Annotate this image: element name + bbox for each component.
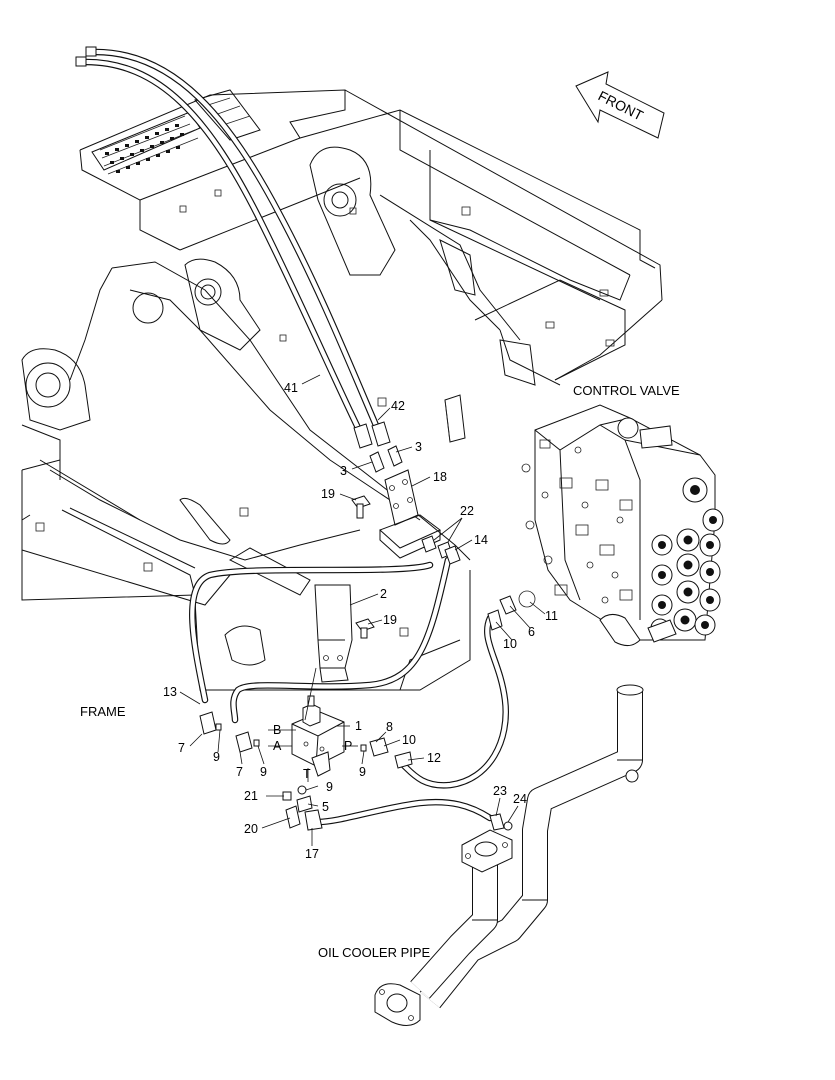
part-number-11: 11 — [545, 609, 558, 623]
bolt-19-upper — [351, 495, 371, 519]
bracket-bolt-line — [304, 667, 317, 721]
o-ring-11 — [518, 590, 536, 608]
part-number-17: 17 — [305, 847, 319, 861]
front-arrow-icon: FRONT — [575, 71, 665, 139]
bracket-18 — [379, 469, 441, 559]
valve-port-letters: B A P T — [273, 723, 352, 781]
control-valve-drawing — [521, 404, 724, 646]
part-number-19: 19 — [321, 487, 335, 501]
hose-13 — [189, 561, 434, 704]
part-number-10: 10 — [503, 637, 517, 651]
control-valve-label: CONTROL VALVE — [573, 383, 680, 398]
part-number-14: 14 — [474, 533, 488, 547]
fittings-3-22 — [369, 445, 461, 565]
bracket-2 — [314, 584, 353, 683]
part-number-23: 23 — [493, 784, 507, 798]
part-number-20: 20 — [244, 822, 258, 836]
part-number-9: 9 — [260, 765, 267, 779]
port-b-label: B — [273, 723, 281, 737]
port-a-label: A — [273, 739, 282, 753]
part-number-18: 18 — [433, 470, 447, 484]
oil-cooler-pipe-drawing — [374, 684, 644, 1026]
part-number-9: 9 — [213, 750, 220, 764]
part-number-3: 3 — [340, 464, 347, 478]
part-numbers: 41 42 3 3 18 19 22 14 2 19 11 6 10 13 1 … — [163, 381, 558, 861]
part-number-7: 7 — [178, 741, 185, 755]
part-number-41: 41 — [284, 381, 298, 395]
part-number-8: 8 — [386, 720, 393, 734]
part-number-13: 13 — [163, 685, 177, 699]
part-number-21: 21 — [244, 789, 258, 803]
frame-label: FRAME — [80, 704, 126, 719]
hose-41-42-bundle — [75, 46, 391, 449]
part-number-24: 24 — [513, 792, 527, 806]
part-number-7: 7 — [236, 765, 243, 779]
part-number-9: 9 — [326, 780, 333, 794]
part-number-1: 1 — [355, 719, 362, 733]
fittings-7-9-8-10-21-20-5 — [199, 595, 517, 831]
hose-14 — [230, 556, 452, 724]
hose-12 — [396, 614, 509, 789]
leader-lines — [179, 374, 546, 846]
part-number-19: 19 — [383, 613, 397, 627]
part-number-6: 6 — [528, 625, 535, 639]
hose-17 — [314, 798, 494, 826]
part-number-9: 9 — [359, 765, 366, 779]
part-number-5: 5 — [322, 800, 329, 814]
part-number-12: 12 — [427, 751, 441, 765]
part-number-22: 22 — [460, 504, 474, 518]
port-p-label: P — [344, 739, 352, 753]
port-t-label: T — [303, 767, 311, 781]
upper-frame-drawing — [21, 89, 663, 691]
bolt-19-lower — [355, 618, 375, 639]
part-number-2: 2 — [380, 587, 387, 601]
oil-cooler-pipe-label: OIL COOLER PIPE — [318, 945, 431, 960]
part-number-10: 10 — [402, 733, 416, 747]
part-number-42: 42 — [391, 399, 405, 413]
part-number-3: 3 — [415, 440, 422, 454]
